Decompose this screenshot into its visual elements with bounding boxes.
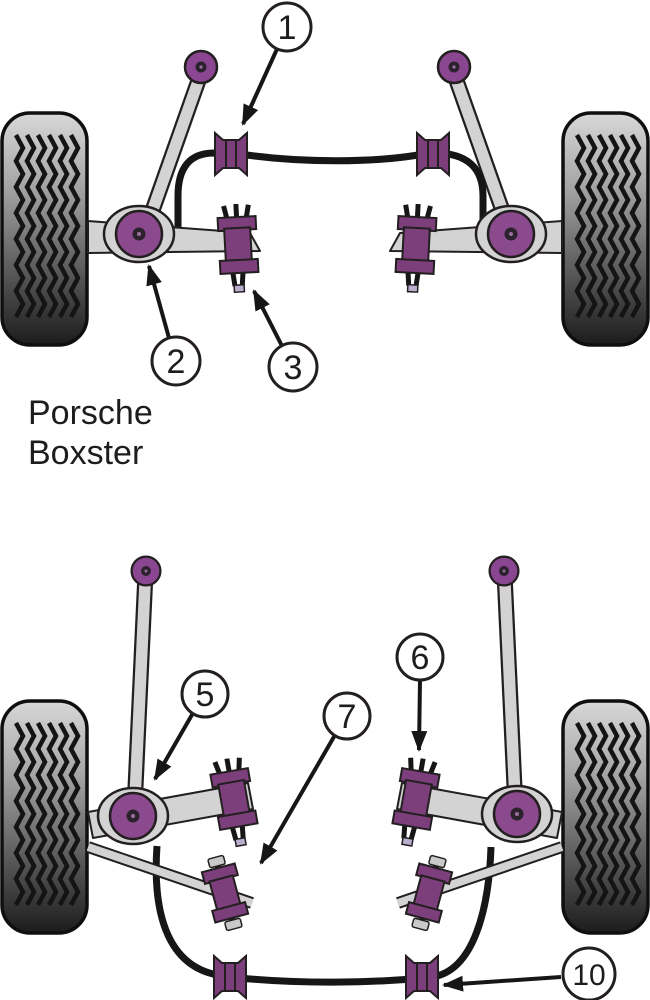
callout-3-arrow: [252, 289, 284, 347]
rear-right-hub-bush: [480, 784, 554, 844]
callout-1-number: 1: [278, 9, 297, 47]
rear-left-tie-rod: [129, 578, 151, 804]
rear-left-arb-bush: [213, 955, 247, 999]
callout-5-number: 5: [196, 676, 215, 714]
front-right-tie-rod: [450, 73, 509, 218]
rear-right-tie-rod: [499, 578, 521, 804]
callout-10-arrow: [442, 975, 562, 992]
callout-2-circle: [150, 335, 202, 387]
callout-10-number: 10: [572, 959, 605, 992]
front-right-arb-bush: [416, 132, 450, 176]
callout-7-arrow: [259, 733, 337, 865]
callout-6: 6: [395, 632, 445, 752]
vehicle-name-line2: Boxster: [28, 434, 143, 472]
callout-2-number: 2: [167, 343, 186, 381]
callout-7: 7: [259, 691, 372, 865]
callout-2: 2: [146, 264, 202, 387]
callout-3-circle: [267, 341, 319, 393]
front-right-ball-joint: [436, 49, 472, 85]
rear-left-ball-joint: [130, 555, 162, 587]
callout-5-circle: [180, 669, 230, 719]
rear-left-tire: [2, 701, 87, 933]
callout-7-circle: [322, 691, 372, 741]
callout-5: 5: [153, 669, 230, 781]
callout-6-number: 6: [411, 639, 430, 677]
front-suspension-diagram: 1 2 3 Porsche Boxster: [2, 1, 648, 472]
callout-3-number: 3: [284, 349, 303, 387]
front-left-tie-rod: [146, 73, 205, 218]
callout-2-arrow: [146, 264, 171, 339]
front-left-arb-bush: [214, 132, 248, 176]
rear-suspension-diagram: 5 6 7 10: [2, 555, 648, 1000]
front-left-tire: [2, 113, 87, 345]
vehicle-name-line1: Porsche: [28, 394, 153, 432]
front-right-tire: [563, 113, 648, 345]
callout-6-circle: [395, 632, 445, 682]
front-right-hub-bush: [474, 204, 548, 264]
callout-10-circle: [561, 946, 617, 1000]
rear-anti-roll-bar: [152, 845, 495, 986]
front-left-ball-joint: [183, 49, 219, 85]
callout-6-arrow: [411, 679, 428, 752]
callout-1: 1: [241, 1, 313, 126]
rear-left-hub-bush: [96, 786, 170, 846]
callout-5-arrow: [153, 712, 195, 781]
front-anti-roll-bar: [174, 149, 487, 238]
callout-3: 3: [252, 289, 319, 393]
front-left-hub-bush: [102, 204, 176, 264]
callout-10: 10: [442, 946, 617, 1000]
rear-right-arb-bush: [405, 955, 439, 999]
callout-1-arrow: [241, 48, 279, 126]
rear-right-tire: [563, 701, 648, 933]
rear-right-ball-joint: [488, 555, 520, 587]
callout-7-number: 7: [338, 698, 357, 736]
callout-1-circle: [261, 1, 313, 53]
